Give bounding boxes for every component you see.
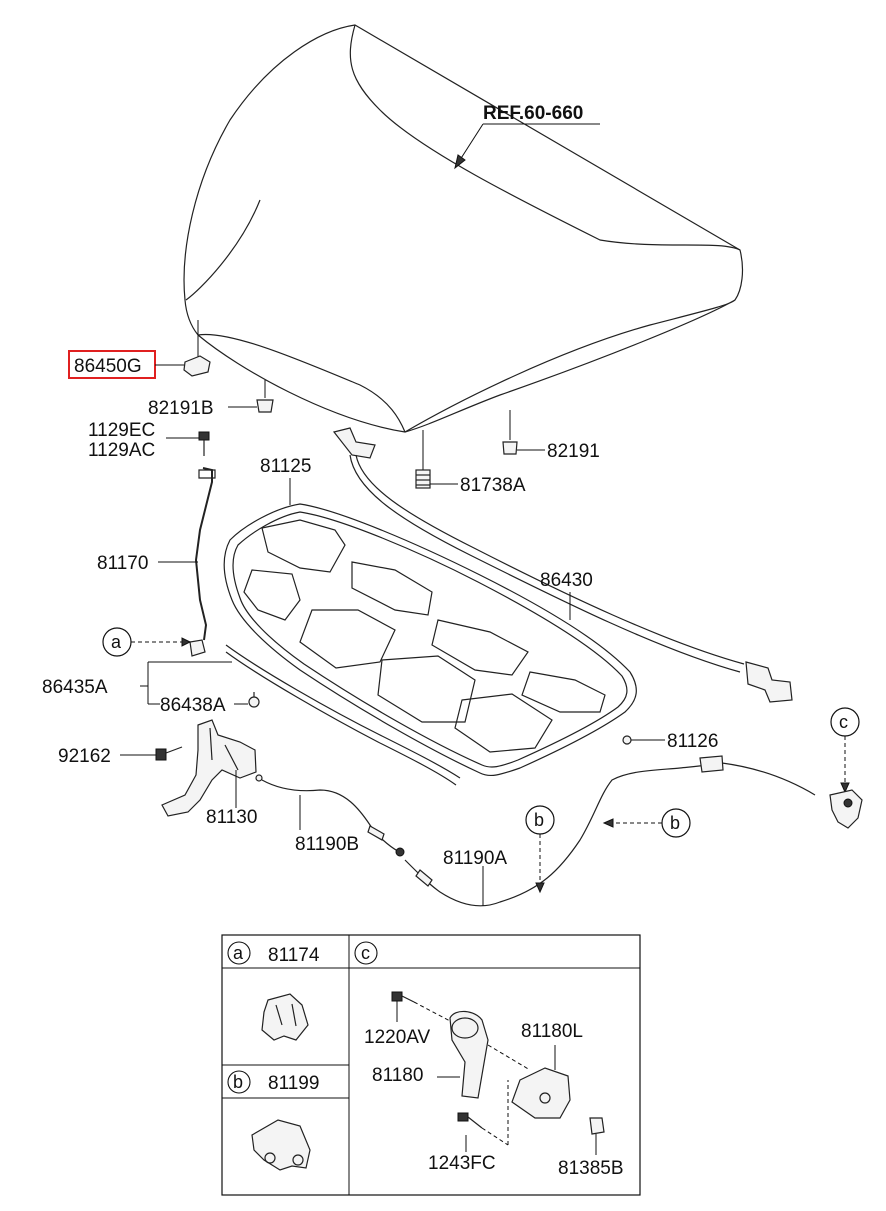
callout-a-left: a xyxy=(102,627,192,657)
table-a-part[interactable]: 81174 xyxy=(268,945,320,966)
part-81130: 81130 xyxy=(161,719,257,828)
callout-c-right: c xyxy=(829,707,863,829)
label-81170[interactable]: 81170 xyxy=(97,553,148,574)
part-92162: 92162 xyxy=(58,746,183,767)
part-81190B: 81190B xyxy=(255,774,405,857)
part-81125: 81125 xyxy=(223,456,637,777)
label-81190B[interactable]: 81190B xyxy=(295,834,359,855)
table-a-marker: a xyxy=(233,943,244,963)
hood-panel xyxy=(183,24,744,433)
part-81126: 81126 xyxy=(622,731,718,752)
label-82191B[interactable]: 82191B xyxy=(148,398,214,419)
detail-table: a 81174 c b 81199 xyxy=(221,934,641,1196)
reference-callout: REF.60-660 xyxy=(454,103,600,170)
label-81130[interactable]: 81130 xyxy=(206,807,257,828)
callout-b-bottom-label: b xyxy=(534,810,544,830)
label-86430[interactable]: 86430 xyxy=(540,570,593,591)
label-81180[interactable]: 81180 xyxy=(372,1065,423,1086)
callout-a-left-label: a xyxy=(111,632,122,652)
part-86450G: 86450G xyxy=(68,320,211,379)
part-1129EC-1129AC: 1129EC 1129AC xyxy=(88,420,210,461)
table-b-part[interactable]: 81199 xyxy=(268,1073,319,1094)
label-81125[interactable]: 81125 xyxy=(260,456,311,477)
table-b-marker: b xyxy=(233,1072,243,1092)
callout-c-right-label: c xyxy=(839,712,848,732)
part-81170: 81170 xyxy=(97,467,216,657)
label-1220AV[interactable]: 1220AV xyxy=(364,1027,431,1048)
part-82191B: 82191B xyxy=(148,380,274,419)
part-81190A: 81190A xyxy=(404,755,816,907)
release-handle-detail xyxy=(391,991,605,1155)
label-81126[interactable]: 81126 xyxy=(667,731,718,752)
highlight-box xyxy=(68,350,156,379)
label-81738A[interactable]: 81738A xyxy=(460,475,526,496)
clip-81174-drawing xyxy=(261,993,309,1041)
callout-b-right-label: b xyxy=(670,813,680,833)
part-82191: 82191 xyxy=(502,410,600,462)
label-1129AC[interactable]: 1129AC xyxy=(88,440,155,461)
label-1129EC[interactable]: 1129EC xyxy=(88,420,155,441)
callout-b-right: b xyxy=(602,808,691,838)
part-86430: 86430 xyxy=(332,427,793,703)
label-81190A[interactable]: 81190A xyxy=(443,848,507,869)
label-86438A[interactable]: 86438A xyxy=(160,695,226,716)
label-86435A[interactable]: 86435A xyxy=(42,677,108,698)
label-81385B[interactable]: 81385B xyxy=(558,1158,624,1179)
label-92162[interactable]: 92162 xyxy=(58,746,111,767)
clip-81199-drawing xyxy=(251,1119,311,1171)
reference-label: REF.60-660 xyxy=(483,103,583,124)
label-82191[interactable]: 82191 xyxy=(547,441,600,462)
callout-b-bottom: b xyxy=(525,805,555,894)
label-86450G[interactable]: 86450G xyxy=(74,356,142,377)
label-81180L[interactable]: 81180L xyxy=(521,1021,583,1042)
part-86435A: 86435A 86438A xyxy=(42,644,461,786)
label-1243FC[interactable]: 1243FC xyxy=(428,1153,496,1174)
part-81738A: 81738A xyxy=(415,430,526,496)
table-c-marker: c xyxy=(361,943,370,963)
